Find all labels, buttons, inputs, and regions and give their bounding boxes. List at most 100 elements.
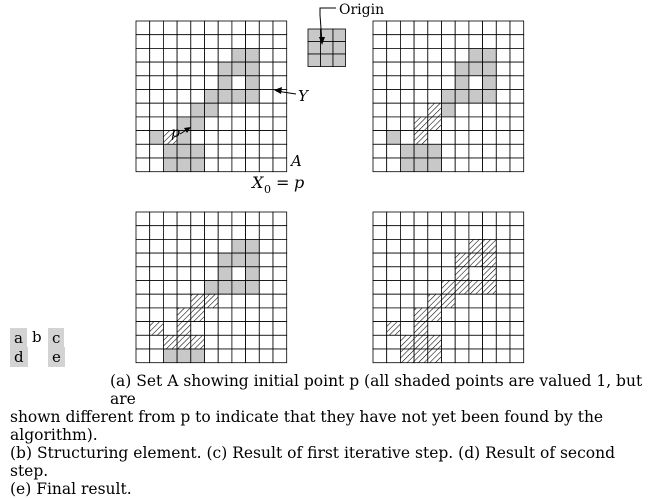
grid-cell <box>258 307 274 322</box>
grid-cell <box>162 143 178 159</box>
grid-cell <box>372 102 388 118</box>
grid-cell <box>372 211 388 227</box>
grid-cell <box>509 20 525 36</box>
grid-cell <box>386 61 401 77</box>
grid-cell <box>258 266 274 281</box>
grid-cell <box>386 321 401 336</box>
grid-cell <box>386 348 401 364</box>
figure-caption: (a) Set A showing initial point p (all s… <box>10 372 658 498</box>
grid-cell <box>413 20 429 36</box>
grid-cell <box>135 102 151 118</box>
grid-cell <box>495 334 511 350</box>
grid-cell <box>468 130 483 145</box>
grid-cell <box>454 334 470 350</box>
grid-cell <box>204 293 219 309</box>
grid-cell <box>509 334 525 350</box>
grid-cell <box>176 280 192 295</box>
grid-cell <box>399 143 415 159</box>
grid-cell <box>176 61 192 77</box>
grid-cell <box>468 252 483 268</box>
grid-cell <box>204 89 219 104</box>
grid-cell <box>399 293 415 309</box>
grid-cell <box>413 143 429 159</box>
grid-cell <box>482 238 497 254</box>
grid-cell <box>204 130 219 145</box>
grid-cell <box>272 61 288 77</box>
grid-cell <box>245 211 260 227</box>
grid-cell <box>454 238 470 254</box>
grid-cell <box>149 211 164 227</box>
caption-line-3: (b) Structuring element. (c) Result of f… <box>10 444 616 480</box>
grid-cell <box>272 348 288 364</box>
grid-cell <box>372 280 388 295</box>
grid-cell <box>454 75 470 90</box>
grid-cell <box>468 89 483 104</box>
grid-cell <box>231 280 246 295</box>
grid-cell <box>441 238 456 254</box>
grid-cell <box>204 48 219 63</box>
grid-cell <box>372 34 388 49</box>
grid-cell <box>441 48 456 63</box>
grid-cell <box>454 348 470 364</box>
grid-cell <box>509 266 525 281</box>
grid-cell <box>162 321 178 336</box>
grid-cell <box>176 293 192 309</box>
panel-letter-b: b <box>32 328 42 346</box>
grid-cell <box>176 307 192 322</box>
grid-cell <box>231 143 246 159</box>
origin-label: Origin <box>339 2 384 18</box>
grid-cell <box>454 61 470 77</box>
grid-cell <box>245 280 260 295</box>
grid-cell <box>231 116 246 132</box>
grid-cell <box>441 61 456 77</box>
grid-cell <box>231 252 246 268</box>
grid-cell <box>399 61 415 77</box>
grid-cell <box>176 321 192 336</box>
grid-cell <box>190 116 205 132</box>
grid-cell <box>468 266 483 281</box>
grid-cell <box>217 143 233 159</box>
grid-cell <box>482 157 497 173</box>
grid-cell <box>441 307 456 322</box>
grid-cell <box>258 225 274 240</box>
grid-cell <box>149 252 164 268</box>
grid-cell <box>468 20 483 36</box>
grid-panel-c <box>372 20 525 173</box>
grid-cell <box>231 321 246 336</box>
panel-letter-a: a <box>10 328 27 348</box>
grid-cell <box>162 20 178 36</box>
grid-cell <box>495 157 511 173</box>
grid-cell <box>495 211 511 227</box>
structuring-element-cell <box>332 53 346 67</box>
grid-cell <box>258 75 274 90</box>
grid-cell <box>495 89 511 104</box>
grid-cell <box>162 252 178 268</box>
grid-cell <box>272 293 288 309</box>
grid-cell <box>468 307 483 322</box>
grid-cell <box>190 238 205 254</box>
grid-cell <box>454 48 470 63</box>
grid-cell <box>135 75 151 90</box>
grid-cell <box>509 61 525 77</box>
grid-cell <box>204 238 219 254</box>
grid-cell <box>162 334 178 350</box>
grid-cell <box>272 75 288 90</box>
grid-cell <box>176 143 192 159</box>
grid-cell <box>399 75 415 90</box>
grid-cell <box>162 48 178 63</box>
grid-cell <box>245 20 260 36</box>
grid-cell <box>190 334 205 350</box>
grid-cell <box>413 238 429 254</box>
grid-cell <box>217 102 233 118</box>
grid-cell <box>149 89 164 104</box>
grid-cell <box>176 225 192 240</box>
grid-cell <box>441 211 456 227</box>
grid-cell <box>454 307 470 322</box>
svg-text:p: p <box>294 173 304 192</box>
grid-cell <box>468 61 483 77</box>
grid-cell <box>245 348 260 364</box>
grid-cell <box>495 280 511 295</box>
grid-cell <box>135 61 151 77</box>
grid-cell <box>176 34 192 49</box>
grid-cell <box>217 348 233 364</box>
